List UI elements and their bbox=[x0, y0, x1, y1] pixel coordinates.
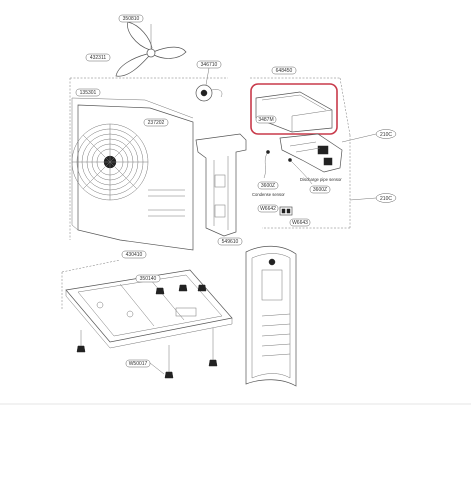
svg-text:648450: 648450 bbox=[276, 68, 293, 74]
svg-text:350810: 350810 bbox=[123, 16, 140, 22]
fan-motor bbox=[195, 84, 223, 102]
motor-bracket bbox=[195, 133, 247, 237]
svg-text:430410: 430410 bbox=[126, 252, 143, 258]
svg-text:432311: 432311 bbox=[90, 55, 107, 61]
svg-text:210C: 210C bbox=[380, 132, 392, 138]
svg-text:3600Z: 3600Z bbox=[261, 183, 275, 189]
svg-text:3600Z: 3600Z bbox=[313, 187, 327, 193]
drain-label: W50017 bbox=[125, 359, 165, 375]
discharge-pipe-sensor: Discharge pipe sensor 3600Z bbox=[288, 158, 342, 194]
base-pan-label: 430410 bbox=[121, 250, 147, 259]
fan-grille bbox=[71, 123, 149, 201]
grille-label: 135301 bbox=[75, 88, 101, 97]
callout-bottom: 210C bbox=[349, 193, 397, 203]
terminal-block bbox=[279, 206, 293, 216]
svg-text:W6642: W6642 bbox=[260, 206, 276, 212]
svg-text:346710: 346710 bbox=[201, 62, 218, 68]
condense-sensor: 3600Z Condense sensor bbox=[252, 150, 285, 197]
svg-text:W6643: W6643 bbox=[292, 220, 308, 226]
svg-text:237202: 237202 bbox=[148, 120, 165, 126]
cover-plate-label: 3487M bbox=[255, 115, 277, 124]
bracket-label: 549610 bbox=[217, 237, 243, 246]
svg-text:350140: 350140 bbox=[140, 276, 157, 282]
panel-part-label: 237202 bbox=[143, 118, 169, 127]
fan-blade-label: 350810 bbox=[118, 14, 144, 23]
feet-label: 350140 bbox=[135, 274, 161, 283]
front-panel-label: 432311 bbox=[69, 53, 228, 240]
svg-text:3487M: 3487M bbox=[258, 117, 273, 123]
svg-text:Discharge pipe sensor: Discharge pipe sensor bbox=[300, 177, 342, 182]
side-panel bbox=[245, 245, 297, 387]
base-pan-group bbox=[61, 259, 121, 310]
svg-text:135301: 135301 bbox=[80, 90, 97, 96]
svg-text:210C: 210C bbox=[380, 196, 392, 202]
cover-plate bbox=[255, 91, 333, 133]
svg-text:Condense sensor: Condense sensor bbox=[252, 192, 285, 197]
svg-text:W50017: W50017 bbox=[129, 361, 148, 367]
terminal-a-label: W6642 bbox=[257, 204, 279, 213]
callout-top: 210C bbox=[341, 129, 397, 143]
fan-blade bbox=[115, 21, 187, 77]
svg-text:549610: 549610 bbox=[222, 239, 239, 245]
upper-assembly-group bbox=[250, 77, 351, 229]
terminal-b-label: W6643 bbox=[289, 218, 311, 227]
highlight-box bbox=[250, 83, 338, 135]
fan-motor-label: 346710 bbox=[196, 60, 222, 86]
rubber-feet bbox=[76, 284, 218, 379]
front-panel bbox=[71, 97, 194, 251]
control-box bbox=[279, 133, 343, 173]
cabinet-upper-label: 648450 bbox=[271, 66, 297, 75]
